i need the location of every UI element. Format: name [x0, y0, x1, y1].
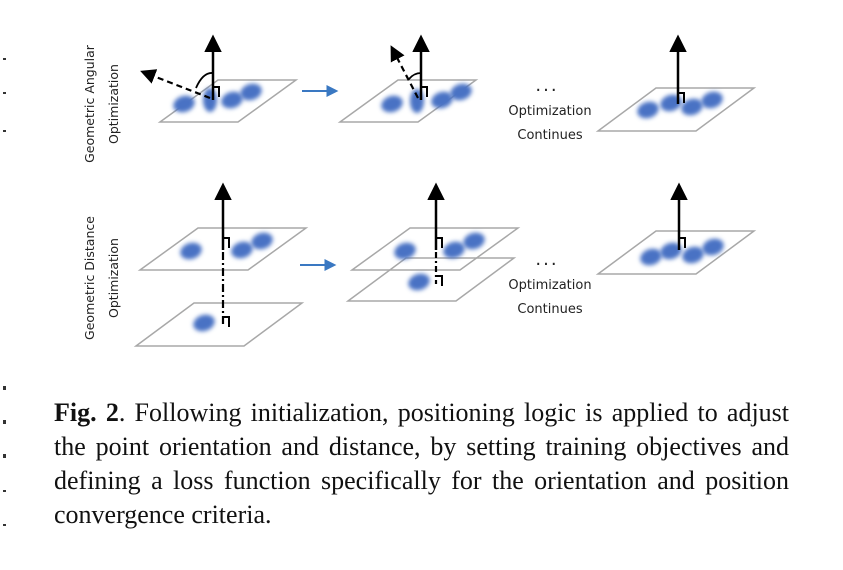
continues-line1: Optimization [508, 278, 591, 293]
edge-mark [3, 454, 6, 458]
blob [701, 91, 723, 109]
edge-mark [3, 130, 6, 132]
edge-mark [3, 386, 6, 390]
edge-mark [3, 92, 6, 94]
edge-mark [3, 524, 6, 526]
dashed-direction-arrow [140, 69, 211, 100]
edge-mark [3, 58, 6, 60]
blob [240, 83, 262, 101]
row1-panel1 [140, 34, 299, 123]
ellipsis: ... [535, 75, 558, 96]
blob [681, 98, 703, 116]
right-angle-mark [223, 237, 230, 248]
blob [443, 241, 465, 259]
blob [450, 83, 472, 101]
row1-panel3 [595, 34, 757, 132]
blob [193, 314, 215, 332]
blob [381, 95, 403, 113]
plane [595, 87, 757, 132]
right-angle-mark [436, 237, 443, 248]
blob [231, 241, 253, 259]
plane [595, 230, 757, 275]
upper-plane [137, 227, 309, 271]
blob [682, 246, 704, 264]
blob [660, 242, 682, 260]
blob [702, 238, 724, 256]
row2-panel3 [595, 182, 757, 275]
lower-plane [133, 302, 305, 347]
row1-label-line2: Optimization [106, 64, 121, 144]
blob [431, 91, 453, 109]
blob [408, 273, 430, 291]
row2-label-line2: Optimization [106, 238, 121, 318]
edge-mark [3, 420, 6, 424]
row1-label-line1: Geometric Angular [82, 44, 97, 163]
row1-panel2 [337, 34, 479, 123]
row2-panel2 [345, 182, 521, 302]
continues-line2: Continues [517, 128, 582, 143]
plane [337, 79, 479, 123]
blob [203, 88, 217, 112]
continues-line1: Optimization [508, 104, 591, 119]
right-angle-mark [679, 237, 686, 248]
blob [640, 248, 662, 266]
angle-arc [195, 72, 214, 89]
right-angle-mark [223, 316, 230, 327]
lower-plane [345, 257, 517, 302]
figure-caption: Fig. 2. Following initialization, positi… [54, 396, 789, 532]
caption-text: . Following initialization, positioning … [54, 398, 790, 529]
row2-label-line1: Geometric Distance [82, 216, 97, 340]
blob [394, 242, 416, 260]
blob [221, 91, 243, 109]
row2-panel1 [133, 182, 309, 347]
ellipsis: ... [535, 249, 558, 270]
continues-line2: Continues [517, 302, 582, 317]
positioning-diagram: Geometric Angular Optimization Geometric… [82, 34, 757, 347]
right-angle-mark [213, 86, 220, 97]
edge-mark [3, 490, 6, 492]
angle-arc [408, 72, 422, 80]
upper-plane [349, 227, 521, 271]
blob [173, 95, 195, 113]
caption-label: Fig. 2 [54, 398, 119, 427]
blob [637, 101, 659, 119]
right-angle-mark [421, 86, 428, 97]
right-angle-mark [436, 275, 443, 286]
blob [463, 232, 485, 250]
blob [180, 242, 202, 260]
right-angle-mark [678, 92, 685, 103]
blob [251, 232, 273, 250]
blob [660, 94, 682, 112]
